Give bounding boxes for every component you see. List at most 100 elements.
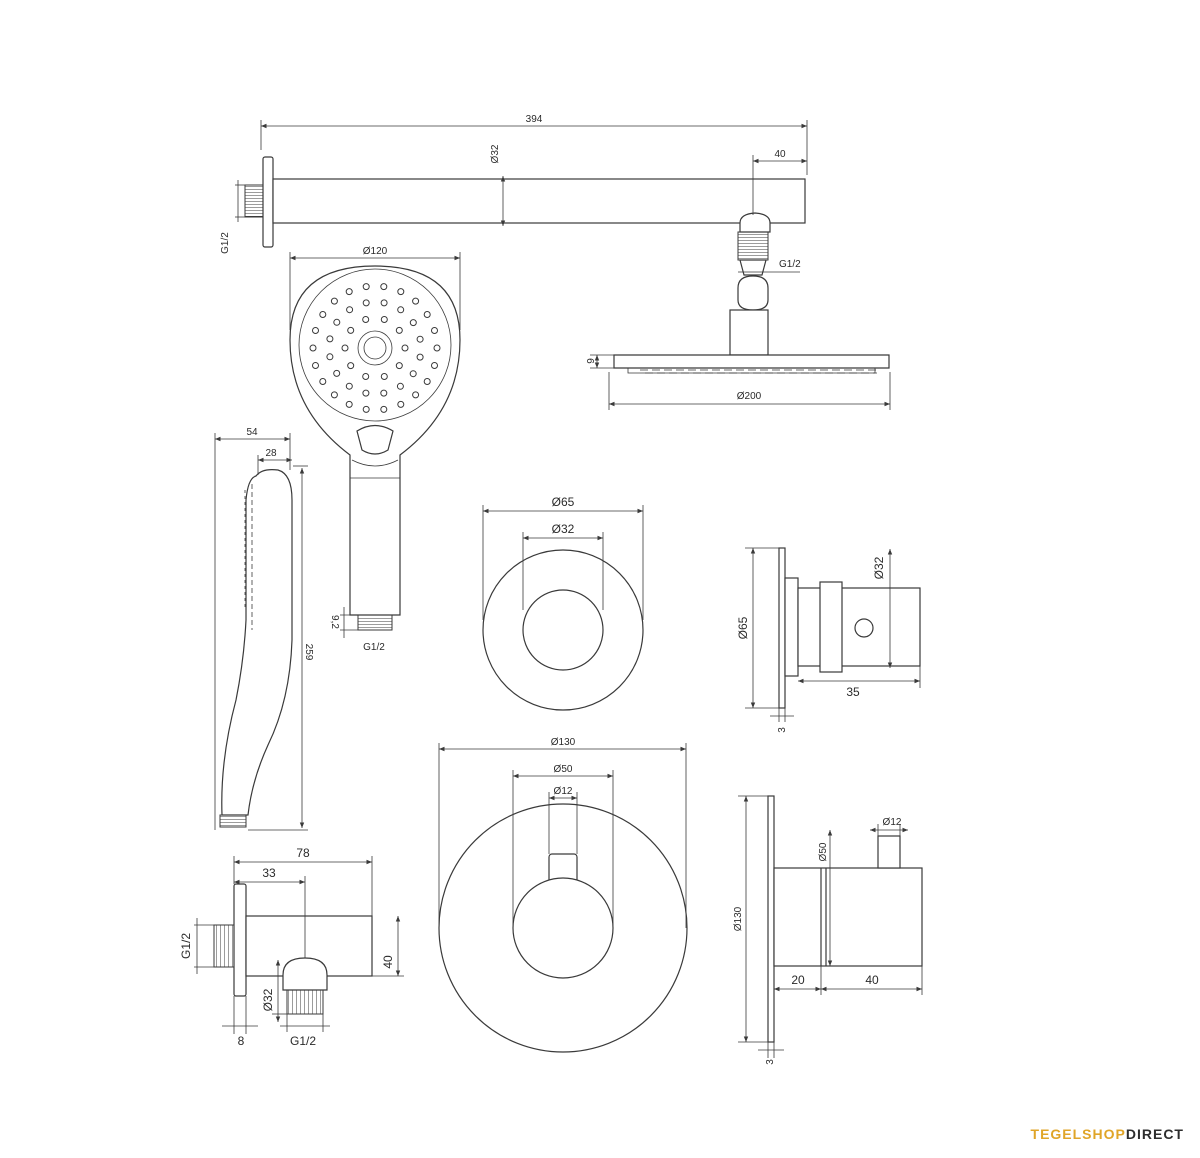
nozzle-pattern	[309, 283, 441, 413]
nozzle-dot	[412, 391, 420, 399]
dim-big-knob: Ø50	[554, 764, 573, 775]
nozzle-dot	[362, 405, 370, 413]
dim-elbow-plate: 8	[238, 1034, 245, 1048]
nozzle-dot	[431, 327, 438, 334]
dim-big-rosette: Ø130	[551, 737, 576, 748]
dim-elbow-diameter: Ø32	[261, 988, 275, 1011]
nozzle-dot	[380, 405, 388, 413]
dim-rain-height: 9	[586, 358, 597, 364]
small-side-dimensions: Ø65 Ø32 35 3	[736, 547, 921, 733]
nozzle-dot	[380, 299, 388, 307]
dim-side-plate: 3	[777, 727, 788, 733]
dim-elbow-depth: 78	[296, 846, 310, 860]
dim-hand-depth: 54	[246, 427, 258, 438]
nozzle-dot	[319, 378, 327, 385]
dim-small-rosette: Ø65	[552, 495, 575, 509]
dim-hand-depth-inner: 28	[265, 448, 277, 459]
small-rosette-front	[482, 549, 644, 711]
dim-elbow-thread: G1/2	[179, 933, 193, 959]
nozzle-dot	[397, 400, 405, 408]
nozzle-dot	[326, 335, 334, 343]
nozzle-dot	[326, 353, 334, 361]
nozzle-dot	[362, 283, 370, 291]
hand-side-dimensions: 54 28 259	[214, 427, 314, 831]
nozzle-dot	[347, 326, 355, 334]
arm-dimensions: 394 Ø32 40 G1/2 G1/2 9 Ø200	[220, 114, 891, 410]
nozzle-dot	[341, 344, 349, 352]
nozzle-dot	[347, 362, 355, 370]
nozzle-dot	[423, 311, 431, 318]
dim-hand-head-diameter: Ø120	[363, 246, 388, 257]
brand-part1: TEGELSHOP	[1030, 1126, 1126, 1142]
small-valve-side	[778, 547, 921, 709]
dim-arm-end: 40	[774, 149, 786, 160]
dim-elbow-offset: 33	[262, 866, 276, 880]
hand-shower-side	[219, 469, 293, 828]
shower-arm	[244, 156, 890, 374]
nozzle-dot	[395, 326, 403, 334]
dim-elbow-height: 40	[381, 955, 395, 969]
nozzle-dot	[416, 353, 424, 361]
dim-side2-knob: Ø50	[818, 842, 829, 861]
nozzle-dot	[345, 400, 353, 408]
dim-side2-plate: 3	[765, 1059, 776, 1065]
dim-wall-thread: G1/2	[220, 232, 231, 254]
dim-side2-d1: 20	[791, 973, 805, 987]
dim-hand-length: 259	[303, 644, 314, 661]
nozzle-dot	[431, 362, 438, 369]
big-side-dimensions: Ø130 Ø50 Ø12 20 40 3	[733, 795, 923, 1065]
nozzle-dot	[312, 362, 319, 369]
dim-hand-thread: G1/2	[363, 642, 385, 653]
nozzle-dot	[333, 369, 341, 377]
dim-side-depth: 35	[846, 685, 860, 699]
dim-elbow-thread-bottom: G1/2	[290, 1034, 316, 1048]
nozzle-dot	[409, 370, 417, 378]
dim-head-thread: G1/2	[779, 259, 801, 270]
nozzle-dot	[380, 373, 388, 380]
dim-small-knob: Ø32	[552, 522, 575, 536]
dim-hand-outlet: 9,2	[329, 615, 340, 629]
dim-rain-diameter: Ø200	[737, 391, 762, 402]
nozzle-dot	[346, 306, 354, 314]
nozzle-dot	[380, 283, 388, 291]
nozzle-dot	[330, 297, 338, 305]
nozzle-dot	[409, 319, 417, 327]
nozzle-dot	[401, 344, 409, 352]
wall-elbow	[213, 883, 373, 1015]
nozzle-dot	[319, 311, 327, 318]
nozzle-dot	[397, 306, 405, 314]
nozzle-dot	[396, 382, 404, 390]
nozzle-dot	[345, 288, 353, 296]
big-rosette-dimensions: Ø130 Ø50 Ø12	[438, 737, 687, 928]
nozzle-dot	[423, 378, 431, 385]
nozzle-dot	[380, 389, 388, 397]
big-valve-side	[767, 795, 923, 1043]
big-rosette-front	[438, 803, 688, 1053]
nozzle-dot	[362, 316, 370, 323]
nozzle-dot	[333, 318, 341, 326]
dim-side2-stem: Ø12	[883, 817, 902, 828]
dim-side-knob: Ø32	[872, 556, 886, 579]
nozzle-dot	[309, 344, 317, 352]
nozzle-dot	[433, 344, 441, 352]
dim-arm-length: 394	[526, 114, 543, 125]
small-rosette-dimensions: Ø65 Ø32	[482, 495, 644, 620]
nozzle-dot	[362, 299, 370, 307]
dim-side2-rosette: Ø130	[733, 906, 744, 931]
nozzle-dot	[345, 382, 353, 390]
brand-logo: TEGELSHOPDIRECT	[1031, 1126, 1184, 1142]
hand-front-dimensions: Ø120 9,2 G1/2	[289, 246, 461, 653]
dim-big-stem: Ø12	[554, 786, 573, 797]
nozzle-dot	[397, 288, 405, 296]
dim-side2-d2: 40	[865, 973, 879, 987]
nozzle-dot	[330, 391, 338, 399]
dim-arm-diameter: Ø32	[490, 144, 501, 163]
hand-shower-front	[289, 265, 461, 631]
nozzle-dot	[362, 373, 370, 380]
nozzle-dot	[362, 389, 370, 397]
nozzle-dot	[395, 362, 403, 370]
nozzle-dot	[412, 297, 420, 305]
nozzle-dot	[416, 335, 424, 343]
dim-side-rosette: Ø65	[736, 616, 750, 639]
